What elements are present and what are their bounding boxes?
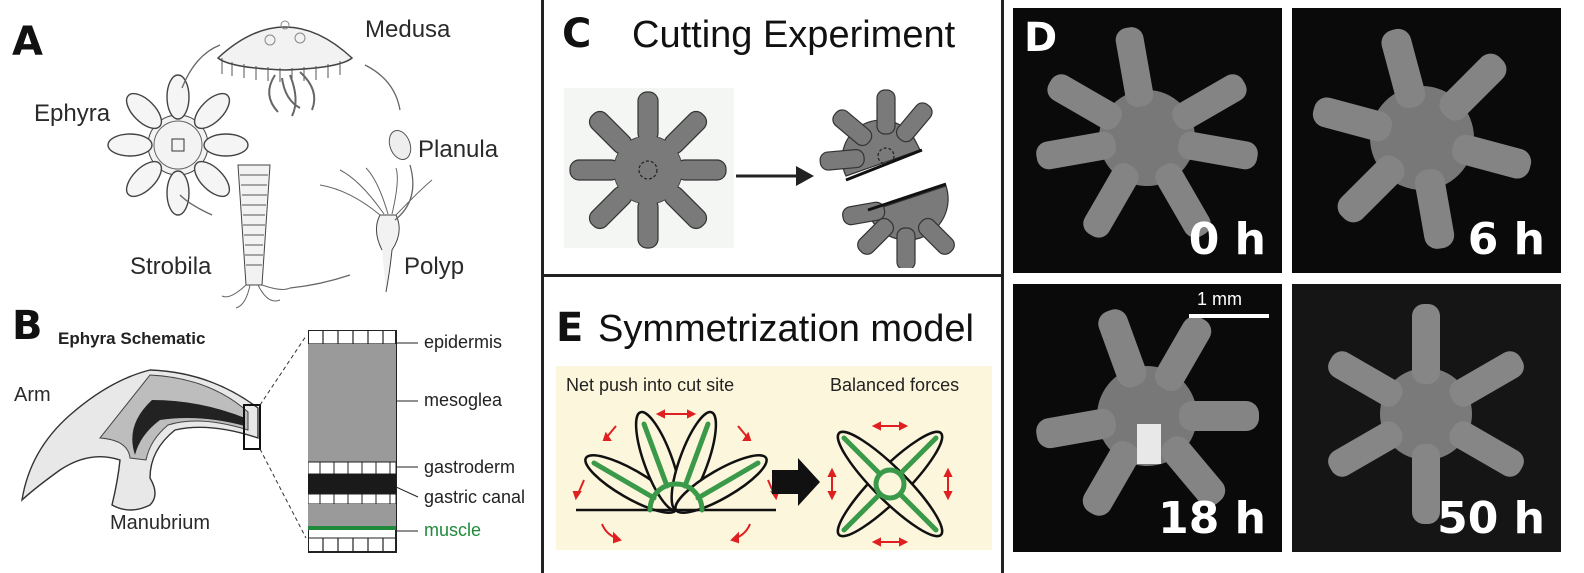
medusa-drawing xyxy=(216,20,354,117)
scale-bar xyxy=(1189,314,1269,318)
right-arrow-icon xyxy=(796,166,814,186)
layer-gastric-canal: gastric canal xyxy=(424,487,526,507)
ephyra-schematic-title: Ephyra Schematic xyxy=(58,329,206,348)
symmetrization-diagram xyxy=(572,409,953,547)
photo-50h: 50 h xyxy=(1292,284,1561,552)
label-ephyra: Ephyra xyxy=(34,100,111,127)
polyp-drawing xyxy=(319,167,433,293)
label-arm: Arm xyxy=(14,384,51,406)
caption-net-push: Net push into cut site xyxy=(566,375,735,395)
symmetrization-model-title: Symmetrization model xyxy=(598,308,974,350)
cutting-diagram xyxy=(564,88,955,268)
cut-ephyra-top xyxy=(819,89,933,182)
scale-bar-label: 1 mm xyxy=(1197,289,1242,309)
timepoint-label-18h: 18 h xyxy=(1158,493,1266,544)
layer-leader-lines xyxy=(396,342,419,532)
label-strobila: Strobila xyxy=(130,253,212,280)
ephyra-image-0h xyxy=(1036,27,1258,238)
panel-a-letter: A xyxy=(12,19,43,65)
label-polyp: Polyp xyxy=(404,253,465,280)
label-planula: Planula xyxy=(418,136,499,163)
label-medusa: Medusa xyxy=(365,16,451,43)
layer-gastroderm: gastroderm xyxy=(424,457,516,477)
panel-d-letter: D xyxy=(1024,15,1058,61)
ephyra-drawing xyxy=(107,74,249,216)
layer-mesoglea: mesoglea xyxy=(424,390,503,410)
layer-epidermis: epidermis xyxy=(424,332,503,352)
cutting-experiment-title: Cutting Experiment xyxy=(632,14,956,56)
timepoint-label-6h: 6 h xyxy=(1467,214,1545,265)
ephyra-image-50h xyxy=(1328,304,1524,524)
asymmetric-ephyra xyxy=(572,409,780,544)
photo-0h: 0 h xyxy=(1013,8,1282,273)
divider-vertical-right xyxy=(1001,0,1004,573)
panel-c-letter: C xyxy=(562,11,592,57)
planula-drawing xyxy=(388,129,412,161)
symmetric-ephyra xyxy=(827,421,953,547)
photo-6h: 6 h xyxy=(1292,8,1561,273)
panel-e-letter: E xyxy=(556,305,584,351)
caption-balanced-forces: Balanced forces xyxy=(830,375,960,395)
big-arrow-icon xyxy=(772,458,820,506)
label-manubrium: Manubrium xyxy=(110,512,211,534)
ephyra-arm-schematic xyxy=(20,335,307,539)
life-cycle-illustration xyxy=(107,20,433,309)
ephyra-image-18h xyxy=(1036,309,1259,516)
cut-ephyra-bottom xyxy=(842,182,955,268)
panel-b-letter: B xyxy=(12,303,43,349)
timepoint-label-50h: 50 h xyxy=(1437,493,1545,544)
photo-18h: 1 mm 18 h xyxy=(1013,284,1282,552)
intact-ephyra xyxy=(569,91,727,249)
divider-vertical-left xyxy=(541,0,544,573)
divider-horizontal xyxy=(541,274,1004,277)
timepoint-label-0h: 0 h xyxy=(1188,214,1266,265)
cycle-arrows xyxy=(179,44,414,289)
zoom-box xyxy=(243,404,261,450)
strobila-drawing xyxy=(221,164,291,309)
layer-muscle: muscle xyxy=(424,520,482,540)
ephyra-image-6h xyxy=(1312,28,1532,249)
layer-cross-section xyxy=(308,330,397,553)
